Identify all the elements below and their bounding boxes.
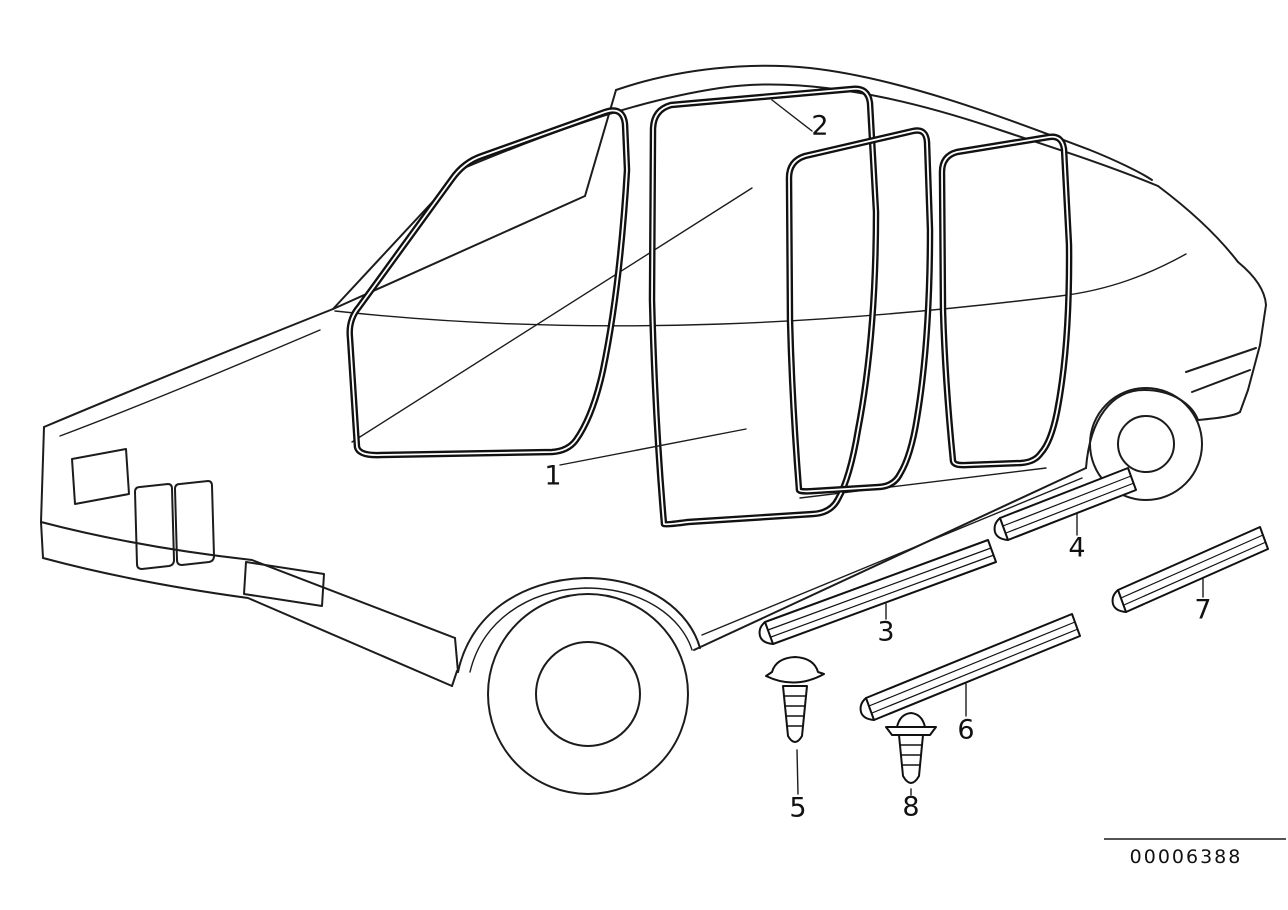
callout-8[interactable]: 8 [902, 791, 920, 823]
callout-7[interactable]: 7 [1194, 594, 1212, 626]
expansion-rivet-clip-front [765, 656, 825, 743]
callout-6[interactable]: 6 [957, 714, 975, 746]
callout-3[interactable]: 3 [877, 616, 895, 648]
callout-leader-lines [559, 99, 1204, 796]
callout-5-leader [796, 749, 799, 795]
drawing-number: 00006388 [1129, 846, 1243, 868]
callout-4[interactable]: 4 [1068, 532, 1086, 564]
rear-wheel-tire [1089, 387, 1203, 501]
callout-2-leader [771, 99, 813, 132]
front-wheel-tire [487, 593, 689, 795]
sill-strip-rear-upper [993, 467, 1137, 541]
rear-wheel-rim [1117, 415, 1175, 473]
sill-strip-rear-lower [1111, 526, 1269, 613]
far-rear-door-seal [938, 133, 1073, 469]
far-front-door-seal [785, 127, 934, 495]
callout-5[interactable]: 5 [789, 792, 807, 824]
sill-strip-front-upper [758, 539, 997, 645]
expansion-rivet-clip-rear [885, 712, 937, 784]
front-door-seal [346, 107, 631, 459]
sill-strip-front-lower [859, 613, 1081, 721]
callout-2[interactable]: 2 [811, 110, 829, 142]
callout-1[interactable]: 1 [544, 460, 562, 492]
rear-door-seal [648, 85, 880, 528]
callout-1-leader [559, 428, 747, 466]
front-wheel-rim [535, 641, 641, 747]
